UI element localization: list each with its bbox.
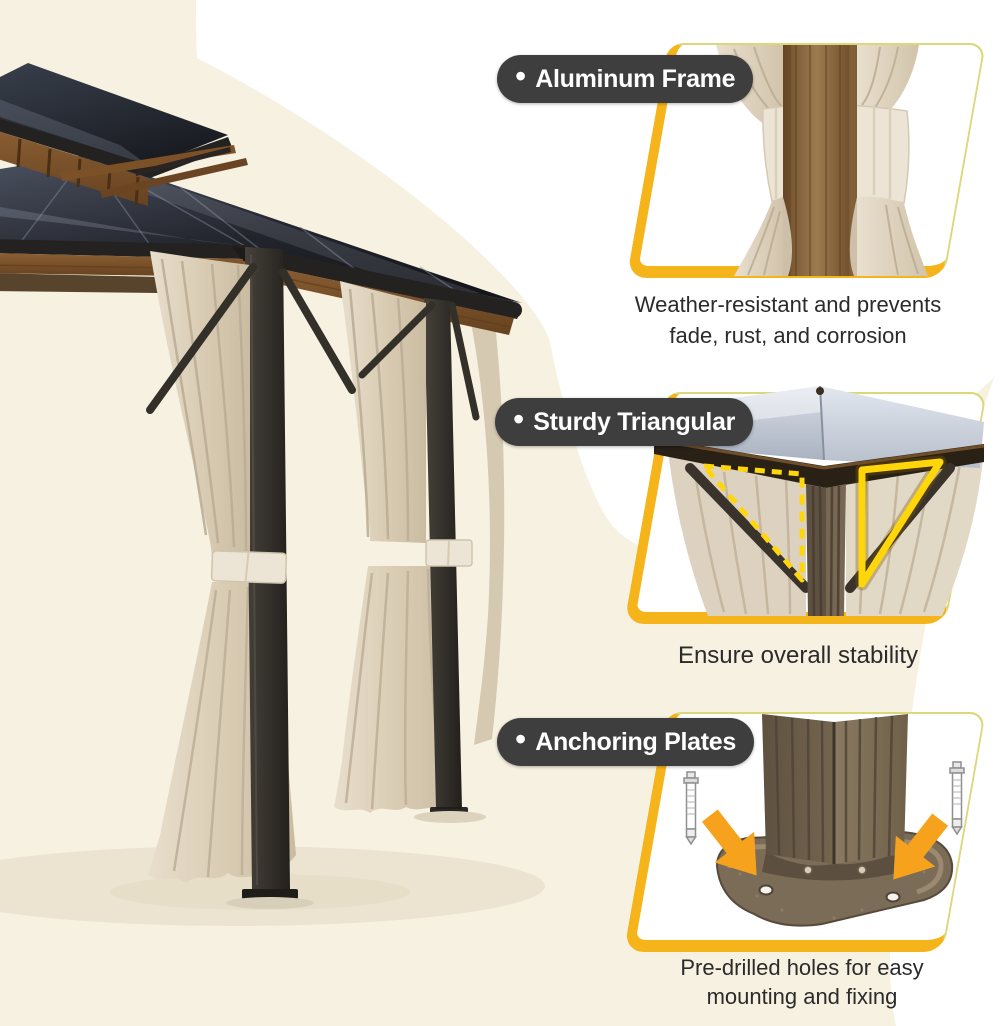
- curtain-tieback-left: [210, 550, 288, 584]
- gazebo-eaves: [0, 239, 522, 319]
- tieback-lower-curtains: [734, 196, 928, 276]
- feature-caption-3: Pre-drilled holes for easy mounting and …: [618, 953, 986, 1011]
- aluminum-post: [783, 45, 857, 276]
- anchor-plate-photo: [683, 714, 965, 927]
- caption-line: Weather-resistant and prevents: [634, 292, 942, 317]
- corner-curtains: [668, 450, 984, 616]
- triangle-highlight-left: [701, 463, 805, 583]
- feature-caption-1: Weather-resistant and prevents fade, rus…: [603, 289, 973, 351]
- feature-label-pill-3: • Anchoring Plates: [497, 718, 754, 766]
- curtain-tieback-right: [425, 539, 473, 567]
- pre-drilled-hole-left: [758, 884, 774, 896]
- anchored-post: [762, 714, 908, 864]
- caption-line: fade, rust, and corrosion: [669, 323, 907, 348]
- curtain-right-lower: [334, 566, 454, 813]
- orange-arrow-icon: [893, 813, 949, 880]
- curtain-right-upper: [340, 281, 426, 543]
- curtain-left-upper: [150, 251, 250, 557]
- feature-label-pill-1: • Aluminum Frame: [497, 55, 754, 103]
- expansion-bolt-icon: [949, 761, 965, 836]
- gazebo-top-tier-roof: [0, 63, 248, 206]
- feature-label: Sturdy Triangular: [533, 407, 736, 436]
- bullet-icon: •: [515, 721, 527, 757]
- plate-screw: [803, 865, 813, 875]
- plate-screw: [857, 865, 867, 875]
- caption-line: Pre-drilled holes for easy: [680, 955, 924, 980]
- back-curtain-drape: [468, 307, 505, 745]
- triangle-highlight-right: [855, 455, 947, 591]
- roof-corner-cap: [816, 387, 824, 395]
- orange-arrow-icon: [701, 809, 757, 876]
- bullet-icon: •: [513, 401, 525, 437]
- feature-caption-2: Ensure overall stability: [628, 641, 968, 671]
- pre-drilled-hole-right: [885, 891, 901, 903]
- expansion-bolt-icon: [683, 771, 699, 846]
- caption-line: mounting and fixing: [706, 984, 898, 1009]
- gazebo-hero-photo: [0, 63, 522, 909]
- feature-label: Anchoring Plates: [535, 727, 736, 756]
- caption-line: Ensure overall stability: [677, 642, 919, 669]
- bullet-icon: •: [515, 58, 527, 94]
- corner-braces: [146, 263, 480, 421]
- feature-label-pill-2: • Sturdy Triangular: [495, 398, 754, 446]
- corner-post: [806, 484, 846, 617]
- feature-label: Aluminum Frame: [535, 64, 736, 93]
